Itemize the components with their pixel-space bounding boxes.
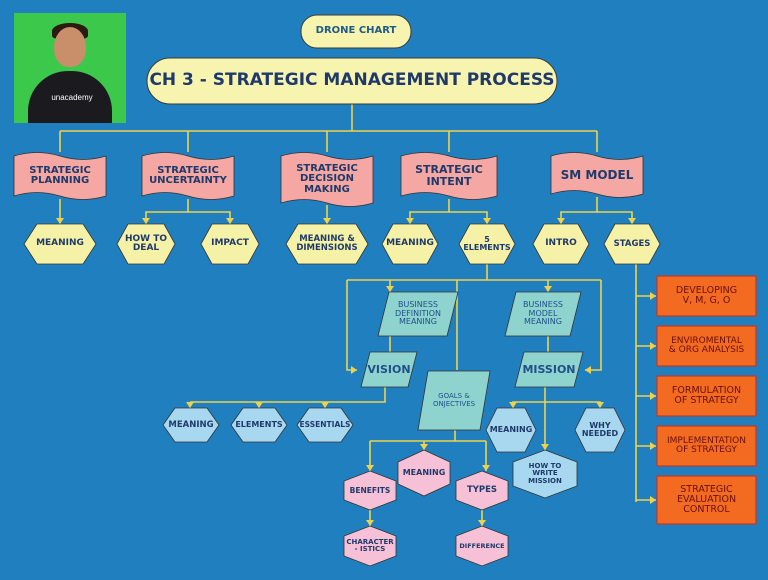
- hex-five-elements: [458, 223, 516, 265]
- para-goals: [417, 370, 491, 431]
- hex-vision-meaning: [162, 407, 220, 443]
- topic-flag-sm-model: [550, 152, 644, 198]
- hex-stages: [603, 223, 661, 265]
- stage-box-2: [656, 325, 757, 367]
- title-banner: [146, 57, 558, 105]
- topic-flag-planning: [13, 152, 107, 200]
- hex-characteristics: [343, 525, 397, 567]
- topic-flag-decision: [280, 152, 374, 207]
- stage-box-1: [656, 275, 757, 317]
- hex-how-to-write: [512, 449, 578, 499]
- stage-box-5: [656, 475, 757, 525]
- topic-flag-uncertainty: [141, 152, 235, 200]
- para-business-model: [504, 291, 582, 337]
- presenter-photo: unacademy: [14, 13, 126, 123]
- hex-types: [455, 470, 509, 511]
- hex-intro: [532, 223, 590, 265]
- stage-box-4: [656, 425, 757, 467]
- hex-how-to-deal: [116, 223, 176, 265]
- brand-logo-text: unacademy: [51, 93, 93, 102]
- hex-vision-elements: [230, 407, 288, 443]
- para-business-definition: [377, 291, 459, 337]
- hex-planning-meaning: [23, 223, 97, 265]
- para-mission: [514, 351, 584, 388]
- hex-benefits: [343, 470, 397, 511]
- stage-box-3: [656, 375, 757, 417]
- hex-vision-essentials: [296, 407, 354, 443]
- hex-goals-meaning: [397, 449, 451, 497]
- hex-difference: [455, 525, 509, 567]
- topic-flag-intent: [400, 152, 498, 200]
- hex-why-needed: [574, 407, 626, 453]
- hex-meaning-dimensions: [285, 223, 369, 265]
- hex-mission-meaning: [485, 407, 537, 453]
- drone-chart-pill: [300, 14, 412, 49]
- para-vision: [360, 351, 418, 388]
- hex-impact: [200, 223, 260, 265]
- hex-intent-meaning: [381, 223, 439, 265]
